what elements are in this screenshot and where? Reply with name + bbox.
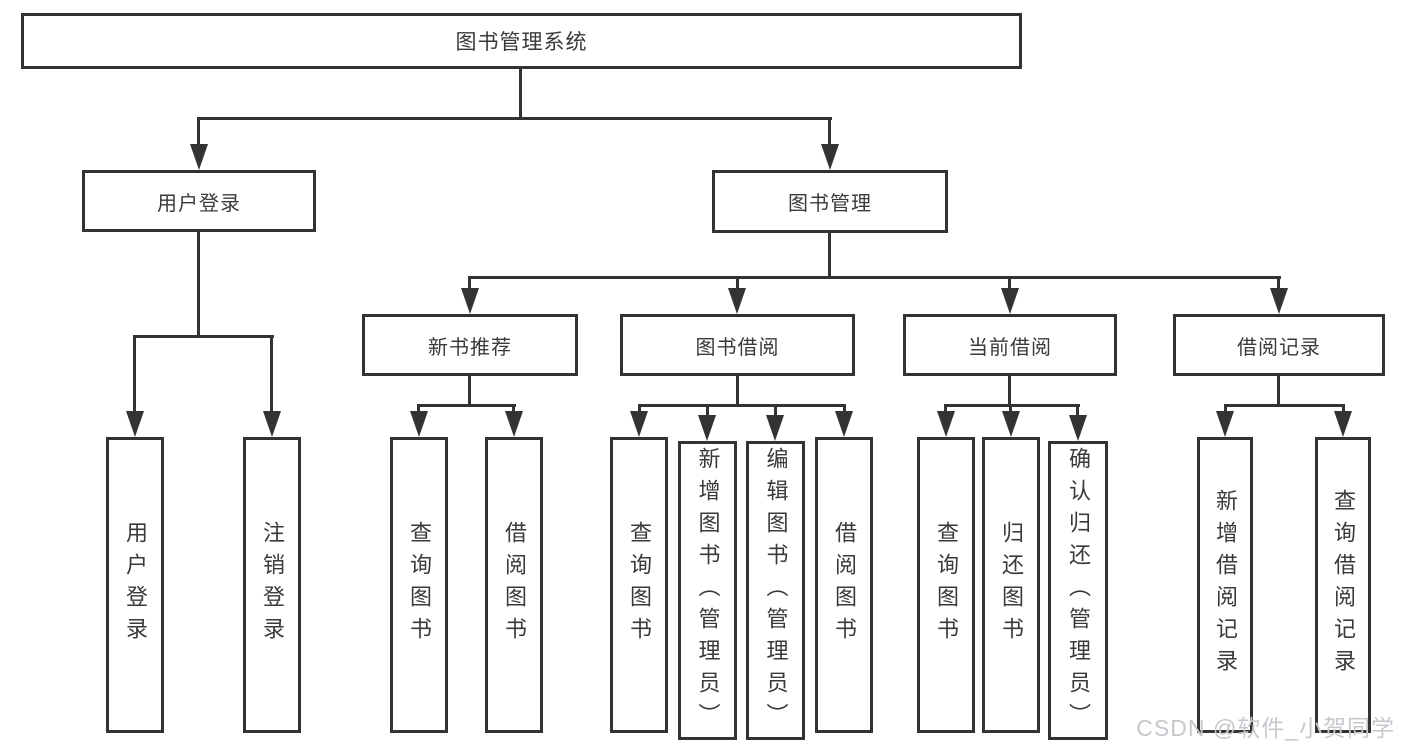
node-borrow-records: 借阅记录	[1173, 314, 1385, 376]
arrow-down-icon	[1001, 288, 1019, 314]
leaf-add-book-admin: 新增图书（管理员）	[678, 441, 737, 740]
leaf-edit-book-admin: 编辑图书（管理员）	[746, 441, 805, 740]
connector-login-stem	[197, 232, 200, 337]
connector-group-drop	[1277, 276, 1280, 290]
leaf-query-books: 查询图书	[390, 437, 448, 733]
leaf-confirm-return-admin: 确认归还（管理员）	[1048, 441, 1108, 740]
connector-group-stem	[1277, 376, 1280, 406]
arrow-down-icon	[410, 411, 428, 437]
connector-leaf-drop	[843, 404, 846, 414]
leaf-label: 查询图书	[407, 521, 432, 649]
leaf-return-books: 归还图书	[982, 437, 1040, 733]
arrow-down-icon	[126, 411, 144, 437]
arrow-down-icon	[1334, 411, 1352, 437]
connector-group-drop	[468, 276, 471, 290]
leaf-add-borrow-record: 新增借阅记录	[1197, 437, 1253, 733]
connector-leaf-drop	[133, 335, 136, 413]
connector-group-branch	[944, 404, 1080, 407]
node-book-management: 图书管理	[712, 170, 948, 233]
leaf-label: 新增图书（管理员）	[695, 446, 721, 735]
connector-manage-stem	[828, 233, 831, 278]
arrow-down-icon	[821, 144, 839, 170]
connector-group-stem	[1008, 376, 1011, 406]
arrow-down-icon	[835, 411, 853, 437]
connector-group-branch	[638, 404, 846, 407]
leaf-label: 归还图书	[999, 521, 1024, 649]
leaf-label: 注销登录	[260, 521, 285, 649]
leaf-borrow-books: 借阅图书	[815, 437, 873, 733]
connector-root-branch	[197, 117, 832, 120]
arrow-down-icon	[505, 411, 523, 437]
arrow-down-icon	[461, 288, 479, 314]
leaf-label: 查询图书	[934, 521, 959, 649]
node-new-book-recommend: 新书推荐	[362, 314, 578, 376]
leaf-logout: 注销登录	[243, 437, 301, 733]
connector-manage-drop	[828, 117, 831, 145]
connector-group-drop	[1008, 276, 1011, 290]
connector-login-branch	[133, 335, 274, 338]
leaf-borrow-books: 借阅图书	[485, 437, 543, 733]
node-root: 图书管理系统	[21, 13, 1022, 69]
connector-root-stem	[519, 69, 522, 118]
leaf-label: 查询借阅记录	[1331, 489, 1356, 681]
connector-manage-branch	[468, 276, 1281, 279]
leaf-label: 借阅图书	[502, 521, 527, 649]
connector-leaf-drop	[706, 404, 709, 418]
arrow-down-icon	[1216, 411, 1234, 437]
connector-leaf-drop	[417, 404, 420, 414]
connector-leaf-drop	[1342, 404, 1345, 414]
node-user-login: 用户登录	[82, 170, 316, 232]
leaf-label: 确认归还（管理员）	[1066, 446, 1091, 735]
connector-group-drop	[736, 276, 739, 290]
arrow-down-icon	[630, 411, 648, 437]
leaf-query-books: 查询图书	[917, 437, 975, 733]
connector-leaf-drop	[512, 404, 515, 414]
arrow-down-icon	[728, 288, 746, 314]
leaf-label: 借阅图书	[832, 521, 857, 649]
connector-leaf-drop	[1224, 404, 1227, 414]
connector-group-stem	[736, 376, 739, 406]
leaf-label: 新增借阅记录	[1213, 489, 1238, 681]
connector-group-branch	[417, 404, 516, 407]
node-current-borrow: 当前借阅	[903, 314, 1117, 376]
connector-leaf-drop	[944, 404, 947, 414]
connector-group-branch	[1224, 404, 1345, 407]
arrow-down-icon	[190, 144, 208, 170]
arrow-down-icon	[1270, 288, 1288, 314]
connector-leaf-drop	[774, 404, 777, 418]
node-book-borrow: 图书借阅	[620, 314, 855, 376]
connector-leaf-drop	[1076, 404, 1079, 418]
leaf-label: 查询图书	[627, 521, 652, 649]
watermark: CSDN @软件_小贺同学	[1136, 715, 1395, 741]
arrow-down-icon	[766, 415, 784, 441]
connector-leaf-drop	[638, 404, 641, 414]
leaf-label: 编辑图书（管理员）	[763, 446, 789, 735]
connector-group-stem	[468, 376, 471, 406]
leaf-label: 用户登录	[123, 521, 148, 649]
arrow-down-icon	[937, 411, 955, 437]
arrow-down-icon	[1002, 411, 1020, 437]
arrow-down-icon	[263, 411, 281, 437]
connector-leaf-drop	[270, 335, 273, 413]
arrow-down-icon	[1069, 415, 1087, 441]
leaf-user-login: 用户登录	[106, 437, 164, 733]
leaf-query-borrow-record: 查询借阅记录	[1315, 437, 1371, 733]
arrow-down-icon	[698, 415, 716, 441]
connector-leaf-drop	[1009, 404, 1012, 414]
leaf-query-books: 查询图书	[610, 437, 668, 733]
connector-login-drop	[197, 117, 200, 145]
